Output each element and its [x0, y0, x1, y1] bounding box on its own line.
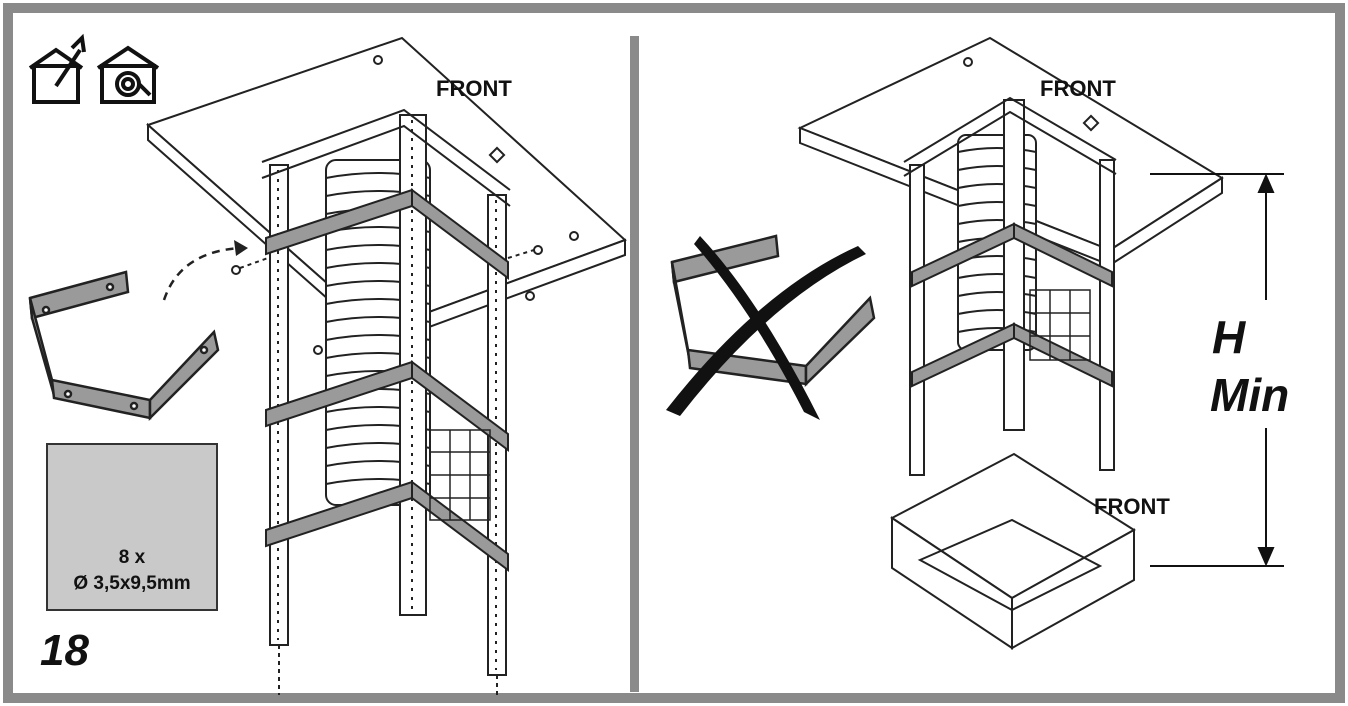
- insert-arrow: [162, 246, 241, 301]
- screws-left: [231, 245, 543, 355]
- horizontal-brackets-left: [265, 188, 509, 572]
- u-bracket-left: [28, 270, 220, 422]
- screw-size: Ø 3,5x9,5mm: [73, 573, 191, 594]
- ducted-house-icon: [28, 33, 86, 104]
- front-label-left: FRONT: [436, 76, 512, 101]
- panel-divider: [630, 36, 639, 692]
- hood-body: [890, 452, 1136, 650]
- screw-spec-box: 8 x Ø 3,5x9,5mm: [46, 443, 218, 611]
- insert-arrow-head: [234, 240, 248, 256]
- cross-mark-icon: [666, 236, 866, 420]
- recirculation-house-icon: [96, 45, 160, 104]
- grease-filter-left: [429, 429, 491, 521]
- horizontal-brackets-right: [911, 222, 1113, 388]
- height-dimension: [1150, 173, 1284, 567]
- height-label: H: [1212, 311, 1246, 363]
- screw-quantity: 8 x: [118, 547, 146, 568]
- front-label-right-top: FRONT: [1040, 76, 1116, 101]
- frame-uprights-right: [903, 96, 1117, 476]
- front-label-right-bottom: FRONT: [1094, 494, 1170, 519]
- grease-filter-right: [1029, 289, 1091, 361]
- min-label: Min: [1210, 369, 1290, 421]
- outer-frame: [3, 3, 1345, 703]
- top-cage-left: [261, 108, 511, 207]
- step-number: 18: [40, 626, 89, 675]
